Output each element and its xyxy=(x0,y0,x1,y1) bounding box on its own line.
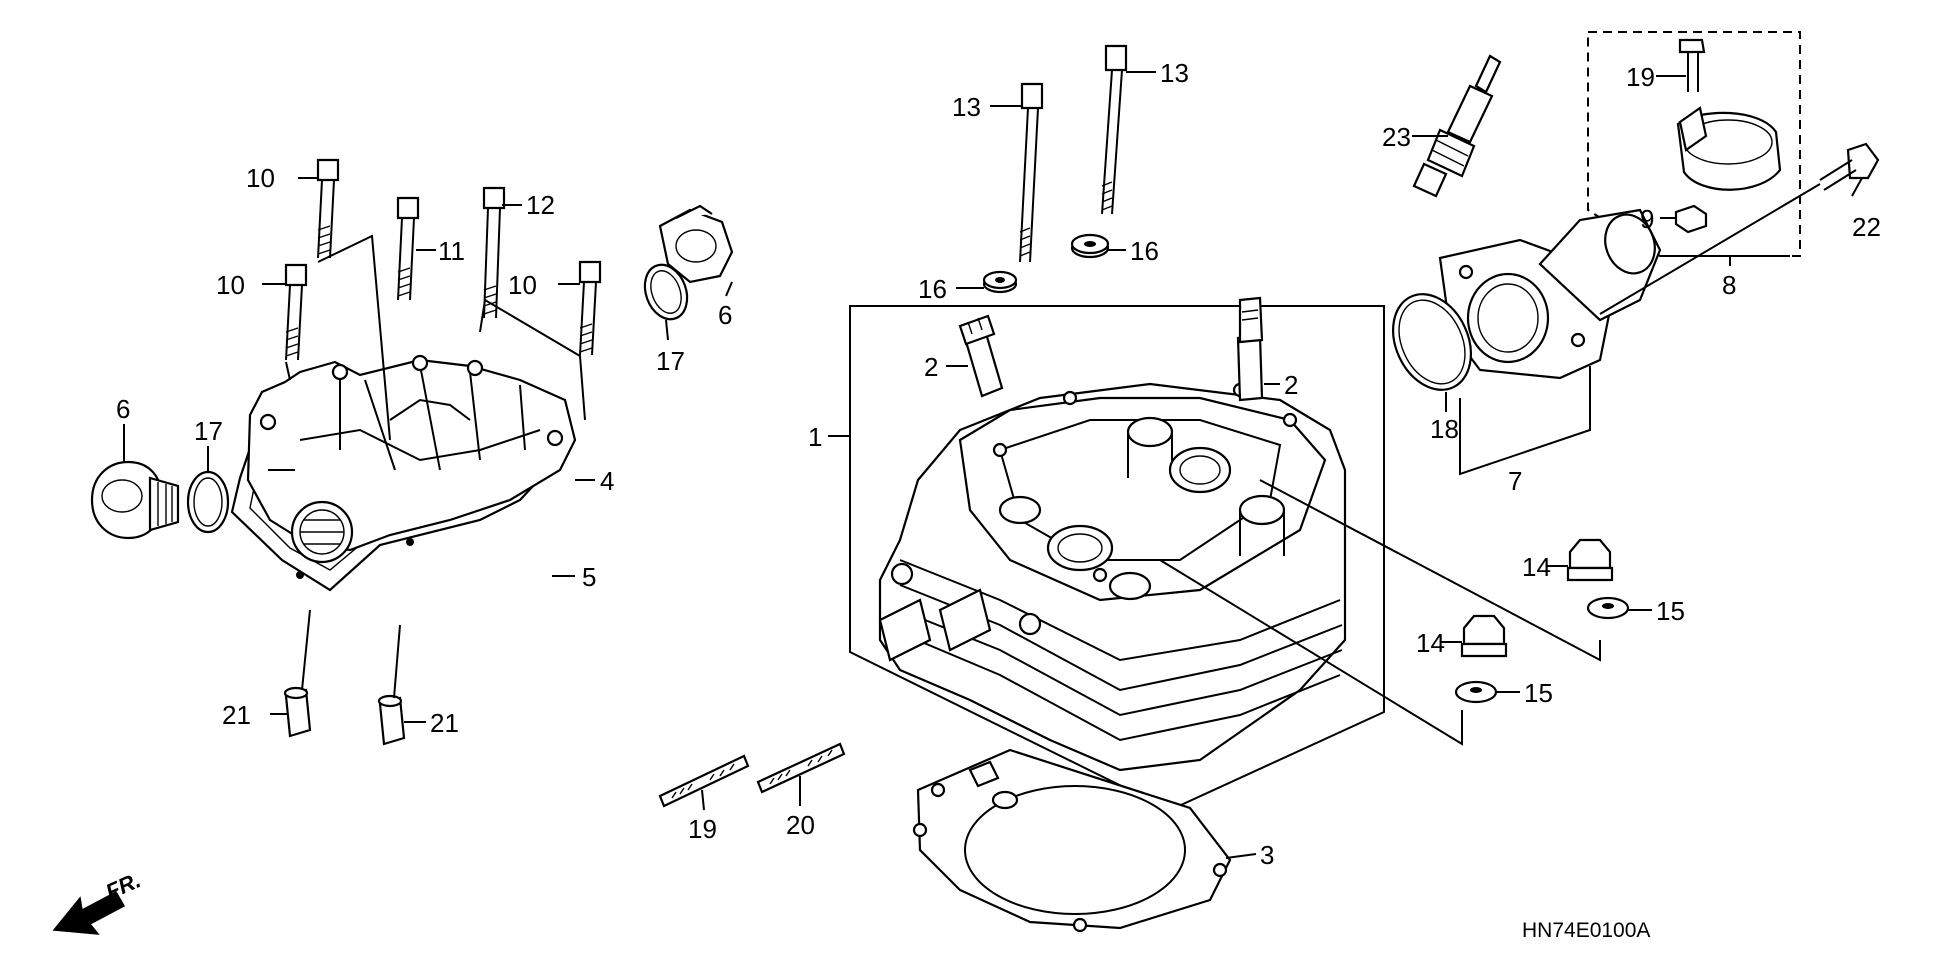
stud-bolts xyxy=(658,742,846,808)
assembly-bracket-8 xyxy=(1587,31,1801,257)
front-arrow-icon xyxy=(52,890,126,935)
callout-9: 9 xyxy=(1640,204,1654,234)
oil-filler-cap-left xyxy=(90,460,230,540)
cylinder-head-gasket xyxy=(912,748,1232,933)
callout-13a: 13 xyxy=(952,92,981,122)
leader-lines xyxy=(123,71,1863,859)
callout-20: 19 xyxy=(1626,62,1655,92)
cylinder-head-cover-assembly xyxy=(230,354,577,592)
dowel-pins xyxy=(283,609,406,746)
callout-4: 4 xyxy=(600,466,614,496)
callout-14a: 14 xyxy=(1522,552,1551,582)
callout-5: 5 xyxy=(582,562,596,592)
callout-7: 7 xyxy=(1508,466,1522,496)
callout-19a: 19 xyxy=(688,814,717,844)
assembly-bracket-1 xyxy=(849,305,1385,812)
callout-16a: 15 xyxy=(1656,596,1685,626)
callout-12: 12 xyxy=(526,190,555,220)
callout-11: 11 xyxy=(438,236,465,266)
callout-6b: 6 xyxy=(718,300,732,330)
oil-filler-cap-right xyxy=(643,204,734,321)
callout-2a: 2 xyxy=(924,352,938,382)
callout-1: 1 xyxy=(808,422,822,452)
callout-2b: 2 xyxy=(1284,370,1298,400)
callout-17b: 17 xyxy=(656,346,685,376)
callout-21a: 21 xyxy=(222,700,251,730)
callout-22: 22 xyxy=(1852,212,1881,242)
front-direction-indicator: FR. xyxy=(52,867,144,935)
callout-13b: 13 xyxy=(1160,58,1189,88)
valve-guides xyxy=(958,296,1264,402)
cylinder-head-assembly xyxy=(849,305,1385,812)
callout-23: 23 xyxy=(1382,122,1411,152)
intake-assembly xyxy=(1392,31,1880,476)
spark-plug xyxy=(1474,54,1502,94)
cap-nuts-and-washers xyxy=(1159,479,1630,746)
callout-15a: 16 xyxy=(918,274,947,304)
callout-14b: 14 xyxy=(1416,628,1445,658)
callout-10a: 10 xyxy=(246,163,275,193)
head-bolts xyxy=(982,44,1128,294)
callout-21b: 21 xyxy=(430,708,459,738)
callout-18: 18 xyxy=(1430,414,1459,444)
callout-6a: 6 xyxy=(116,394,130,424)
callout-8: 8 xyxy=(1722,270,1736,300)
drawing-code: HN74E0100A xyxy=(1522,919,1650,942)
callout-10b: 10 xyxy=(216,270,245,300)
callout-16b: 15 xyxy=(1524,678,1553,708)
callout-19b: 20 xyxy=(786,810,815,840)
callout-10c: 10 xyxy=(508,270,537,300)
callout-17a: 17 xyxy=(194,416,223,446)
callout-15b: 16 xyxy=(1130,236,1159,266)
callout-labels: 10 10 11 12 10 4 5 6 17 6 17 21 21 19 20… xyxy=(116,58,1881,870)
cover-bolts xyxy=(284,158,602,441)
callout-3: 3 xyxy=(1260,840,1274,870)
